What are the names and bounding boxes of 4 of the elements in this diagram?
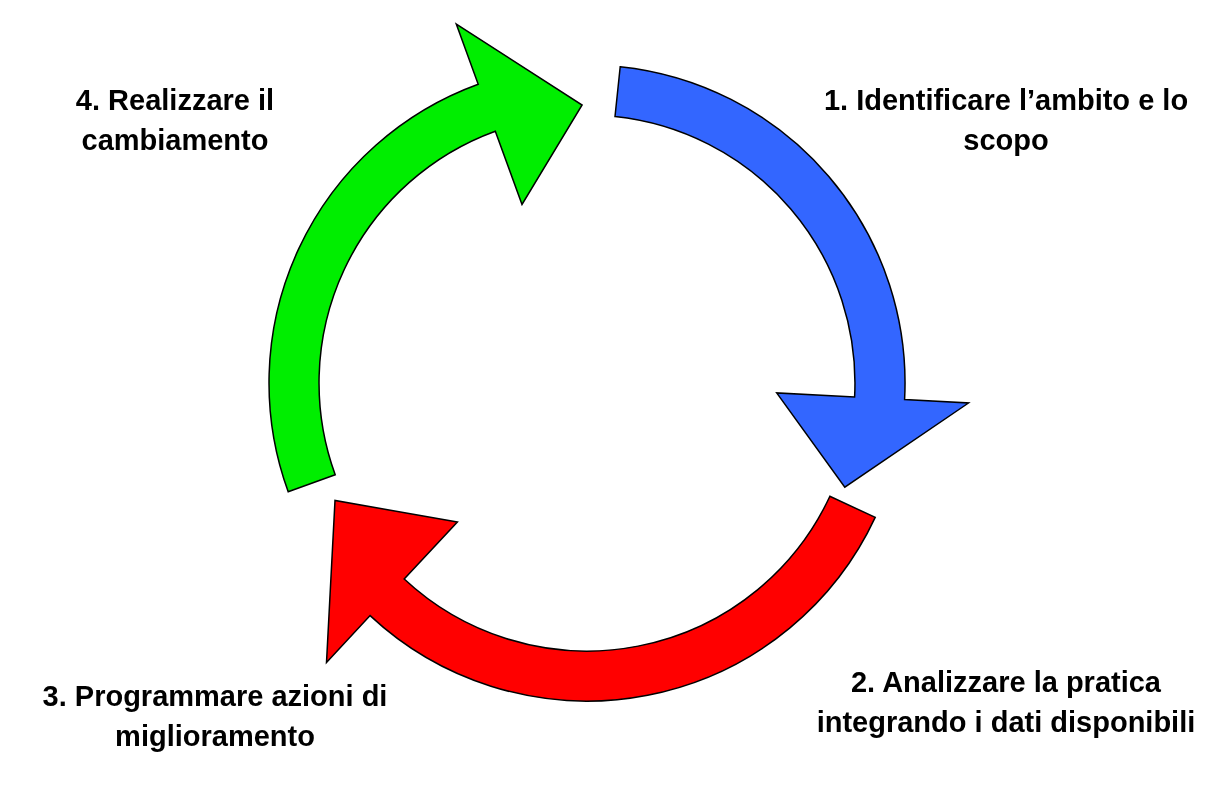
step-label: 1. Identificare l’ambito e lo scopo [822, 83, 1190, 158]
step-label: 4. Realizzare il cambiamento [74, 83, 276, 158]
step-label: 2. Analizzare la pratica integrando i dati disponibili [815, 665, 1197, 740]
step-label: 3. Programmare azioni di miglioramento [41, 679, 389, 754]
